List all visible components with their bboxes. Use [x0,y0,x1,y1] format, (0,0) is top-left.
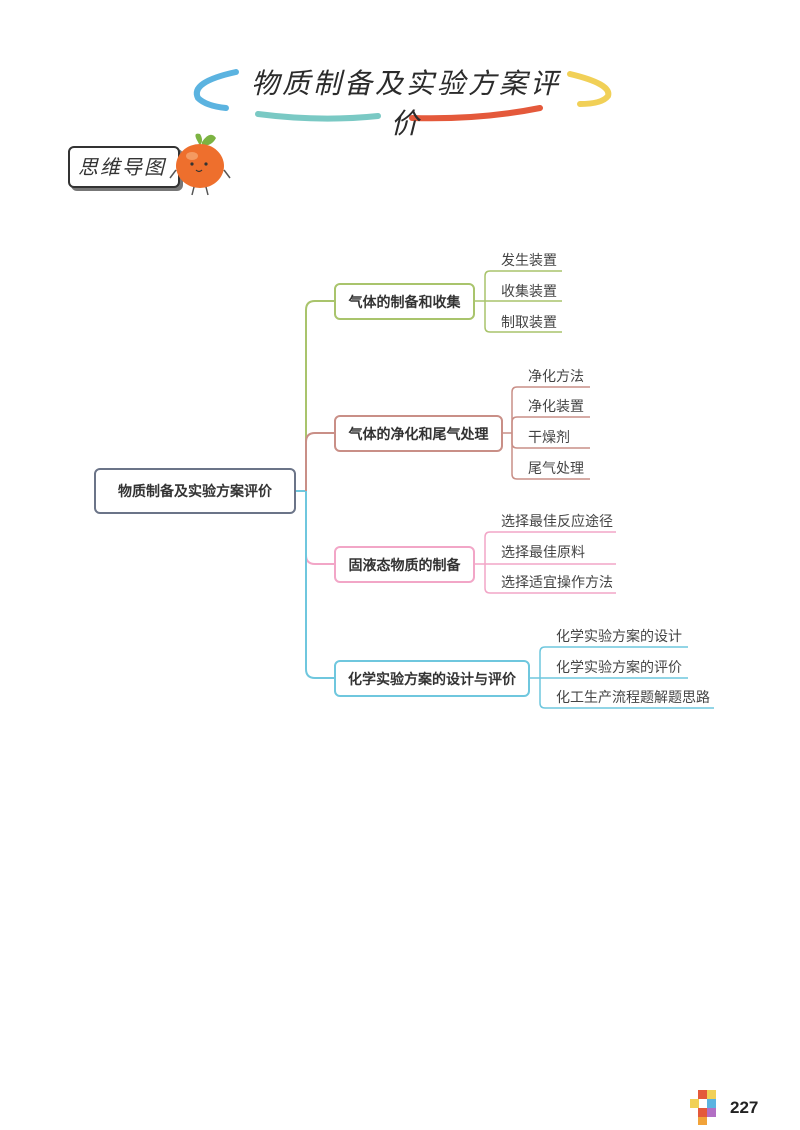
orange-mascot-icon [169,133,231,196]
leaf-item: 净化装置 [528,399,584,415]
leaf-item: 选择适宜操作方法 [501,575,613,591]
leaf-item: 化工生产流程题解题思路 [556,690,710,706]
branch-node-experiment-design: 化学实验方案的设计与评价 [334,660,530,697]
title-arc-mid [255,111,381,122]
page-title: 物质制备及实验方案评价 [250,67,561,140]
title-arc-right-red [409,105,543,122]
branch-node-gas-purification: 气体的净化和尾气处理 [334,415,503,452]
trunk-branch-2 [305,432,334,491]
title-arc-right-yellow [567,71,612,107]
branch-node-gas-preparation: 气体的制备和收集 [334,283,475,320]
leaf-item: 收集装置 [501,284,557,300]
leaf-item: 干燥剂 [528,430,570,446]
page-number: 227 [730,1098,759,1117]
leaf-item: 选择最佳反应途径 [501,514,613,530]
leaf-item: 制取装置 [501,315,557,331]
leaf-item: 尾气处理 [528,461,584,477]
mindmap-root-node: 物质制备及实验方案评价 [94,468,296,514]
trunk-branch-4 [305,491,334,679]
trunk-branch-3 [305,491,334,565]
title-decoration [193,69,612,122]
publisher-logo-icon [690,1090,716,1125]
trunk-branch-1 [305,300,334,491]
leaf-item: 净化方法 [528,369,584,385]
title-arc-left [193,69,239,111]
leaf-item: 选择最佳原料 [501,545,585,561]
branch-node-solid-liquid-preparation: 固液态物质的制备 [334,546,475,583]
leaf-item: 发生装置 [501,253,557,269]
mindmap-connectors [296,270,714,709]
leaf-item: 化学实验方案的设计 [556,629,682,645]
leaf-item: 化学实验方案的评价 [556,660,682,676]
